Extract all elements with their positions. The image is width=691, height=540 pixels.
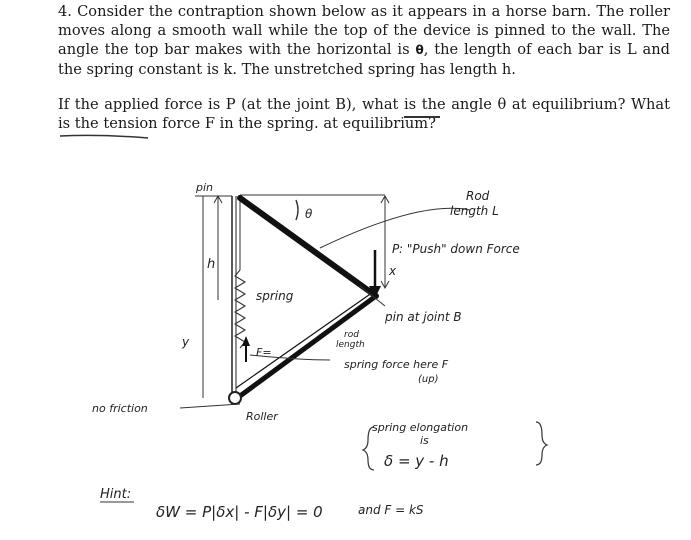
label-h: h: [207, 257, 215, 272]
label-y: y: [181, 335, 190, 349]
leader-pin: [359, 285, 386, 307]
f-force-arrowhead: [242, 336, 250, 346]
label-pin-joint-b: pin at joint B: [384, 310, 462, 324]
label-hint: Hint:: [100, 487, 131, 502]
label-p-push: P: "Push" down Force: [392, 242, 520, 256]
statement-part2: , the length of each bar is L and the sp…: [58, 41, 670, 78]
label-no-friction: no friction: [92, 402, 148, 415]
right-brace: [535, 421, 549, 466]
label-elongation-is: is: [420, 434, 429, 447]
ground-line: [179, 403, 241, 409]
label-virtual-work: δW = P|δx| - F|δy| = 0: [156, 503, 323, 521]
spring-coil: [233, 269, 247, 349]
problem-statement: 4. Consider the contraption shown below …: [58, 2, 670, 79]
label-x: x: [388, 264, 397, 278]
underline-tension: [59, 134, 149, 139]
label-spring-force-up: (up): [418, 374, 439, 385]
label-pin: pin: [195, 181, 213, 194]
label-rod-small: rod: [344, 330, 359, 340]
label-f-eq: F=: [256, 346, 272, 359]
left-brace: [361, 426, 375, 471]
problem-question: If the applied force is P (at the joint …: [58, 96, 670, 132]
theta-arc: [295, 199, 299, 221]
label-theta: θ: [305, 207, 313, 221]
label-elongation-eq: δ = y - h: [384, 452, 449, 470]
roller-circle: [228, 391, 242, 405]
theta-symbol: θ: [415, 43, 424, 57]
label-rod-length: length L: [450, 204, 499, 218]
top-bar: [237, 195, 379, 299]
x-arrow-top: [380, 194, 390, 204]
problem-text: 4. Consider the contraption shown below …: [58, 2, 670, 133]
label-and-f-ks: and F = kS: [358, 503, 424, 517]
leader-rod-length: [319, 207, 471, 249]
leader-spring-force: [249, 354, 331, 361]
label-length-small: length: [336, 340, 365, 350]
label-spring-force: spring force here F: [344, 358, 449, 371]
label-rod: Rod: [466, 189, 490, 203]
bottom-bar-edge: [235, 289, 377, 389]
x-arrow-bottom: [380, 280, 390, 290]
label-elongation: spring elongation: [372, 421, 468, 434]
bottom-bar: [237, 293, 379, 399]
p-force-arrowhead: [369, 286, 381, 298]
statement-part1: 4. Consider the contraption shown below …: [58, 3, 670, 58]
label-roller: Roller: [246, 410, 279, 423]
label-spring: spring: [256, 289, 294, 303]
